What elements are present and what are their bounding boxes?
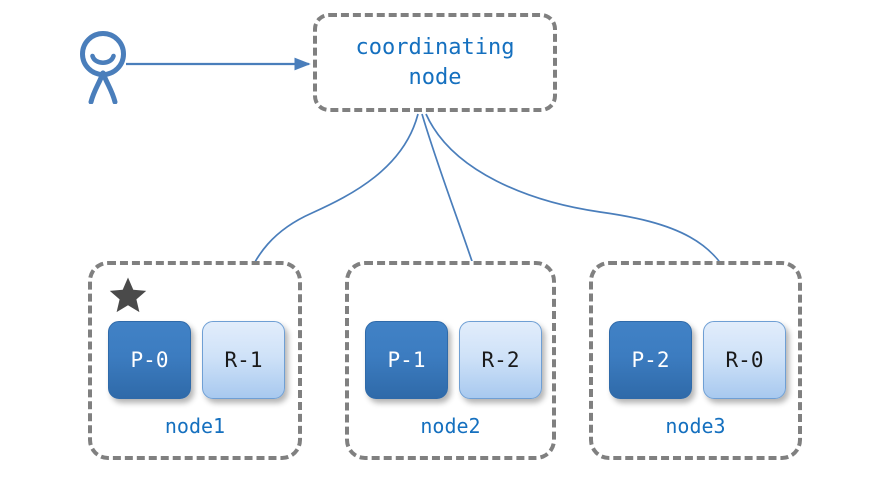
node-label-node2: node2 (420, 414, 481, 438)
shard-chip-R-0[interactable]: R-0 (703, 321, 786, 399)
person-icon (72, 28, 134, 105)
node-container-node2[interactable]: P-1 R-2 node2 (345, 261, 556, 460)
shard-chip-R-2[interactable]: R-2 (459, 321, 542, 399)
shard-chip-P-2[interactable]: P-2 (609, 321, 692, 399)
node-label-node3: node3 (665, 414, 726, 438)
shard-chip-label: R-2 (481, 348, 520, 372)
node-container-node1[interactable]: P-0 R-1 node1 (88, 261, 302, 460)
shard-chip-label: P-2 (631, 348, 670, 372)
coordinating-node-box[interactable]: coordinating node (313, 13, 557, 112)
shard-chip-label: P-0 (130, 348, 169, 372)
shard-chip-label: P-1 (387, 348, 426, 372)
star-icon (109, 276, 147, 314)
shard-chip-R-1[interactable]: R-1 (202, 321, 285, 399)
shard-chip-P-0[interactable]: P-0 (108, 321, 191, 399)
node-container-node3[interactable]: P-2 R-0 node3 (589, 261, 802, 460)
node-label-node1: node1 (164, 414, 226, 438)
shard-chip-label: R-0 (725, 348, 764, 372)
shard-chip-label: R-1 (224, 348, 263, 372)
coordinating-node-label: coordinating node (355, 35, 515, 90)
shard-chip-P-1[interactable]: P-1 (365, 321, 448, 399)
